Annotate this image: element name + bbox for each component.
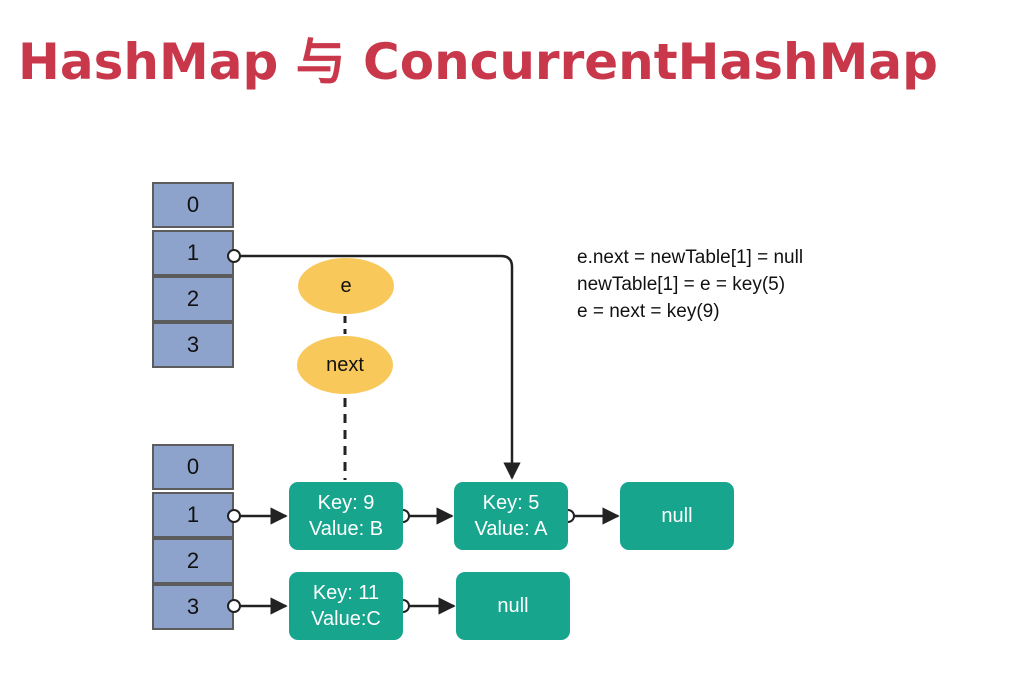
node-key9: Key: 9 Value: B	[289, 482, 403, 550]
code-line: e.next = newTable[1] = null	[577, 247, 804, 268]
node-key5: Key: 5 Value: A	[454, 482, 568, 550]
old-slot1-to-key5-arrow	[240, 254, 521, 480]
node-null: null	[620, 482, 734, 550]
node-key: Key: 5	[482, 492, 540, 514]
page-title: HashMap 与 ConcurrentHashMap	[18, 33, 938, 91]
node-key: Key: 9	[317, 492, 375, 514]
new-table-cell: 3	[152, 584, 234, 630]
new-table-cell: 0	[152, 444, 234, 490]
node-null: null	[456, 572, 570, 640]
old-table-cell: 2	[152, 276, 234, 322]
new-slot3-dot	[227, 599, 241, 613]
old-table-cell: 0	[152, 182, 234, 228]
code-line: e = next = key(9)	[577, 301, 720, 322]
code-line: newTable[1] = e = key(5)	[577, 274, 786, 295]
node-value: Value: B	[308, 518, 384, 540]
node-value: Value:C	[311, 608, 381, 630]
pointer-e: e	[298, 258, 394, 314]
node-value: Value: A	[474, 518, 548, 540]
old-table-cell: 3	[152, 322, 234, 368]
old-slot1-dot	[227, 249, 241, 263]
node-key11: Key: 11 Value:C	[289, 572, 403, 640]
code-annotation: e.next = newTable[1] = null newTable[1] …	[577, 244, 803, 325]
new-table-cell: 2	[152, 538, 234, 584]
node-key: Key: 11	[312, 582, 380, 604]
pointer-next: next	[297, 336, 393, 394]
new-slot1-dot	[227, 509, 241, 523]
